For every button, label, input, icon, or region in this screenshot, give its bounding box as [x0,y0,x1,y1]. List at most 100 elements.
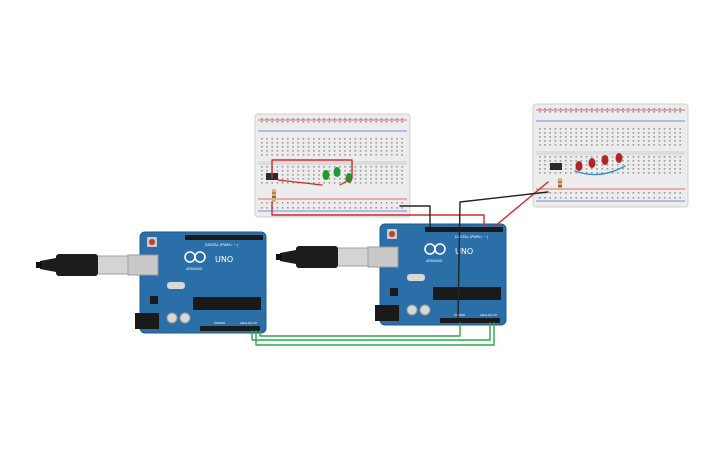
breadboard-hole [653,164,655,166]
breadboard-hole [287,182,289,184]
breadboard-hole [266,207,268,209]
breadboard-hole [365,150,367,152]
breadboard-hole [565,197,567,199]
breadboard-hole [380,202,383,204]
breadboard-hole [261,207,263,209]
arduino-uno-right[interactable]: DIGITAL (PWM= ~) UNO ARDUINO POWER ANALO… [367,223,507,326]
breadboard-hole [622,132,624,134]
breadboard-hole [318,166,320,168]
breadboard-hole [591,197,593,199]
breadboard-hole [370,178,372,180]
breadboard-hole [632,160,635,162]
breadboard-hole [276,150,279,152]
breadboard-hole [648,192,650,194]
breadboard-hole [565,144,567,146]
breadboard-hole [622,111,624,113]
breadboard-hole [302,118,305,120]
breadboard-hole [570,111,572,113]
breadboard-hole [380,138,383,140]
breadboard-hole [385,202,388,204]
breadboard-hole [313,170,315,172]
breadboard-hole [653,156,655,158]
breadboard-hole [632,168,635,170]
breadboard-hole [339,182,341,184]
breadboard-hole [266,138,268,140]
breadboard-hole [559,197,562,199]
icsp-header [390,288,398,296]
breadboard-hole [632,132,635,134]
breadboard-hole [617,192,619,194]
breadboard-hole [339,154,341,156]
breadboard-hole [575,160,577,162]
breadboard-hole [559,156,562,158]
breadboard-hole [554,192,557,194]
breadboard-hole [570,136,572,138]
breadboard-hole [565,132,567,134]
breadboard-hole [669,140,671,142]
breadboard-hole [323,142,325,144]
breadboard-hole [271,182,273,184]
breadboard-hole [565,108,567,110]
breadboard-hole [375,146,377,148]
breadboard-hole [297,170,299,172]
breadboard-right[interactable] [532,103,689,208]
breadboard-hole [344,154,346,156]
breadboard-hole [344,166,346,168]
breadboard-hole [261,182,263,184]
breadboard-hole [611,164,614,166]
breadboard-hole [385,142,388,144]
breadboard-hole [663,192,666,194]
breadboard-hole [365,178,367,180]
breadboard-hole [596,132,598,134]
breadboard-hole [318,118,320,120]
breadboard-hole [596,160,598,162]
breadboard-hole [318,138,320,140]
breadboard-hole [674,197,676,199]
breadboard-hole [559,172,562,174]
breadboard-hole [385,170,388,172]
breadboard-hole [559,144,562,146]
breadboard-hole [565,168,567,170]
breadboard-hole [601,132,603,134]
breadboard-hole [281,174,284,176]
arduino-uno-left[interactable]: DIGITAL (PWM= ~) UNO ARDUINO POWER ANALO… [127,231,267,334]
breadboard-hole [565,156,567,158]
capacitor [419,304,431,316]
breadboard-hole [674,111,676,113]
breadboard-hole [318,174,320,176]
digital-label: DIGITAL (PWM= ~) [205,243,239,247]
resistor-icon [558,178,562,190]
breadboard-hole [328,154,331,156]
breadboard-hole [339,142,341,144]
breadboard-hole [287,142,289,144]
breadboard-hole [653,140,655,142]
breadboard-hole [643,140,645,142]
usb-cable-icon[interactable] [276,246,369,268]
breadboard-hole [287,118,289,120]
breadboard-hole [601,168,603,170]
breadboard-hole [396,150,398,152]
power-analog-header [200,326,260,331]
usb-cable-icon[interactable] [36,254,129,276]
breadboard-hole [663,197,666,199]
tactile-switch-icon[interactable] [550,163,562,170]
breadboard-hole [391,150,393,152]
breadboard-hole [679,168,681,170]
breadboard-hole [375,170,377,172]
breadboard-hole [679,192,681,194]
breadboard-hole [580,156,583,158]
breadboard-hole [318,182,320,184]
breadboard-left[interactable] [254,113,411,218]
breadboard-hole [669,168,671,170]
breadboard-hole [544,168,546,170]
breadboard-hole [611,140,614,142]
breadboard-hole [596,136,598,138]
led-icon [575,153,623,171]
breadboard-hole [292,207,294,209]
breadboard-hole [637,144,640,146]
breadboard-hole [653,144,655,146]
breadboard-hole [370,150,372,152]
breadboard-hole [396,174,398,176]
breadboard-hole [637,111,640,113]
